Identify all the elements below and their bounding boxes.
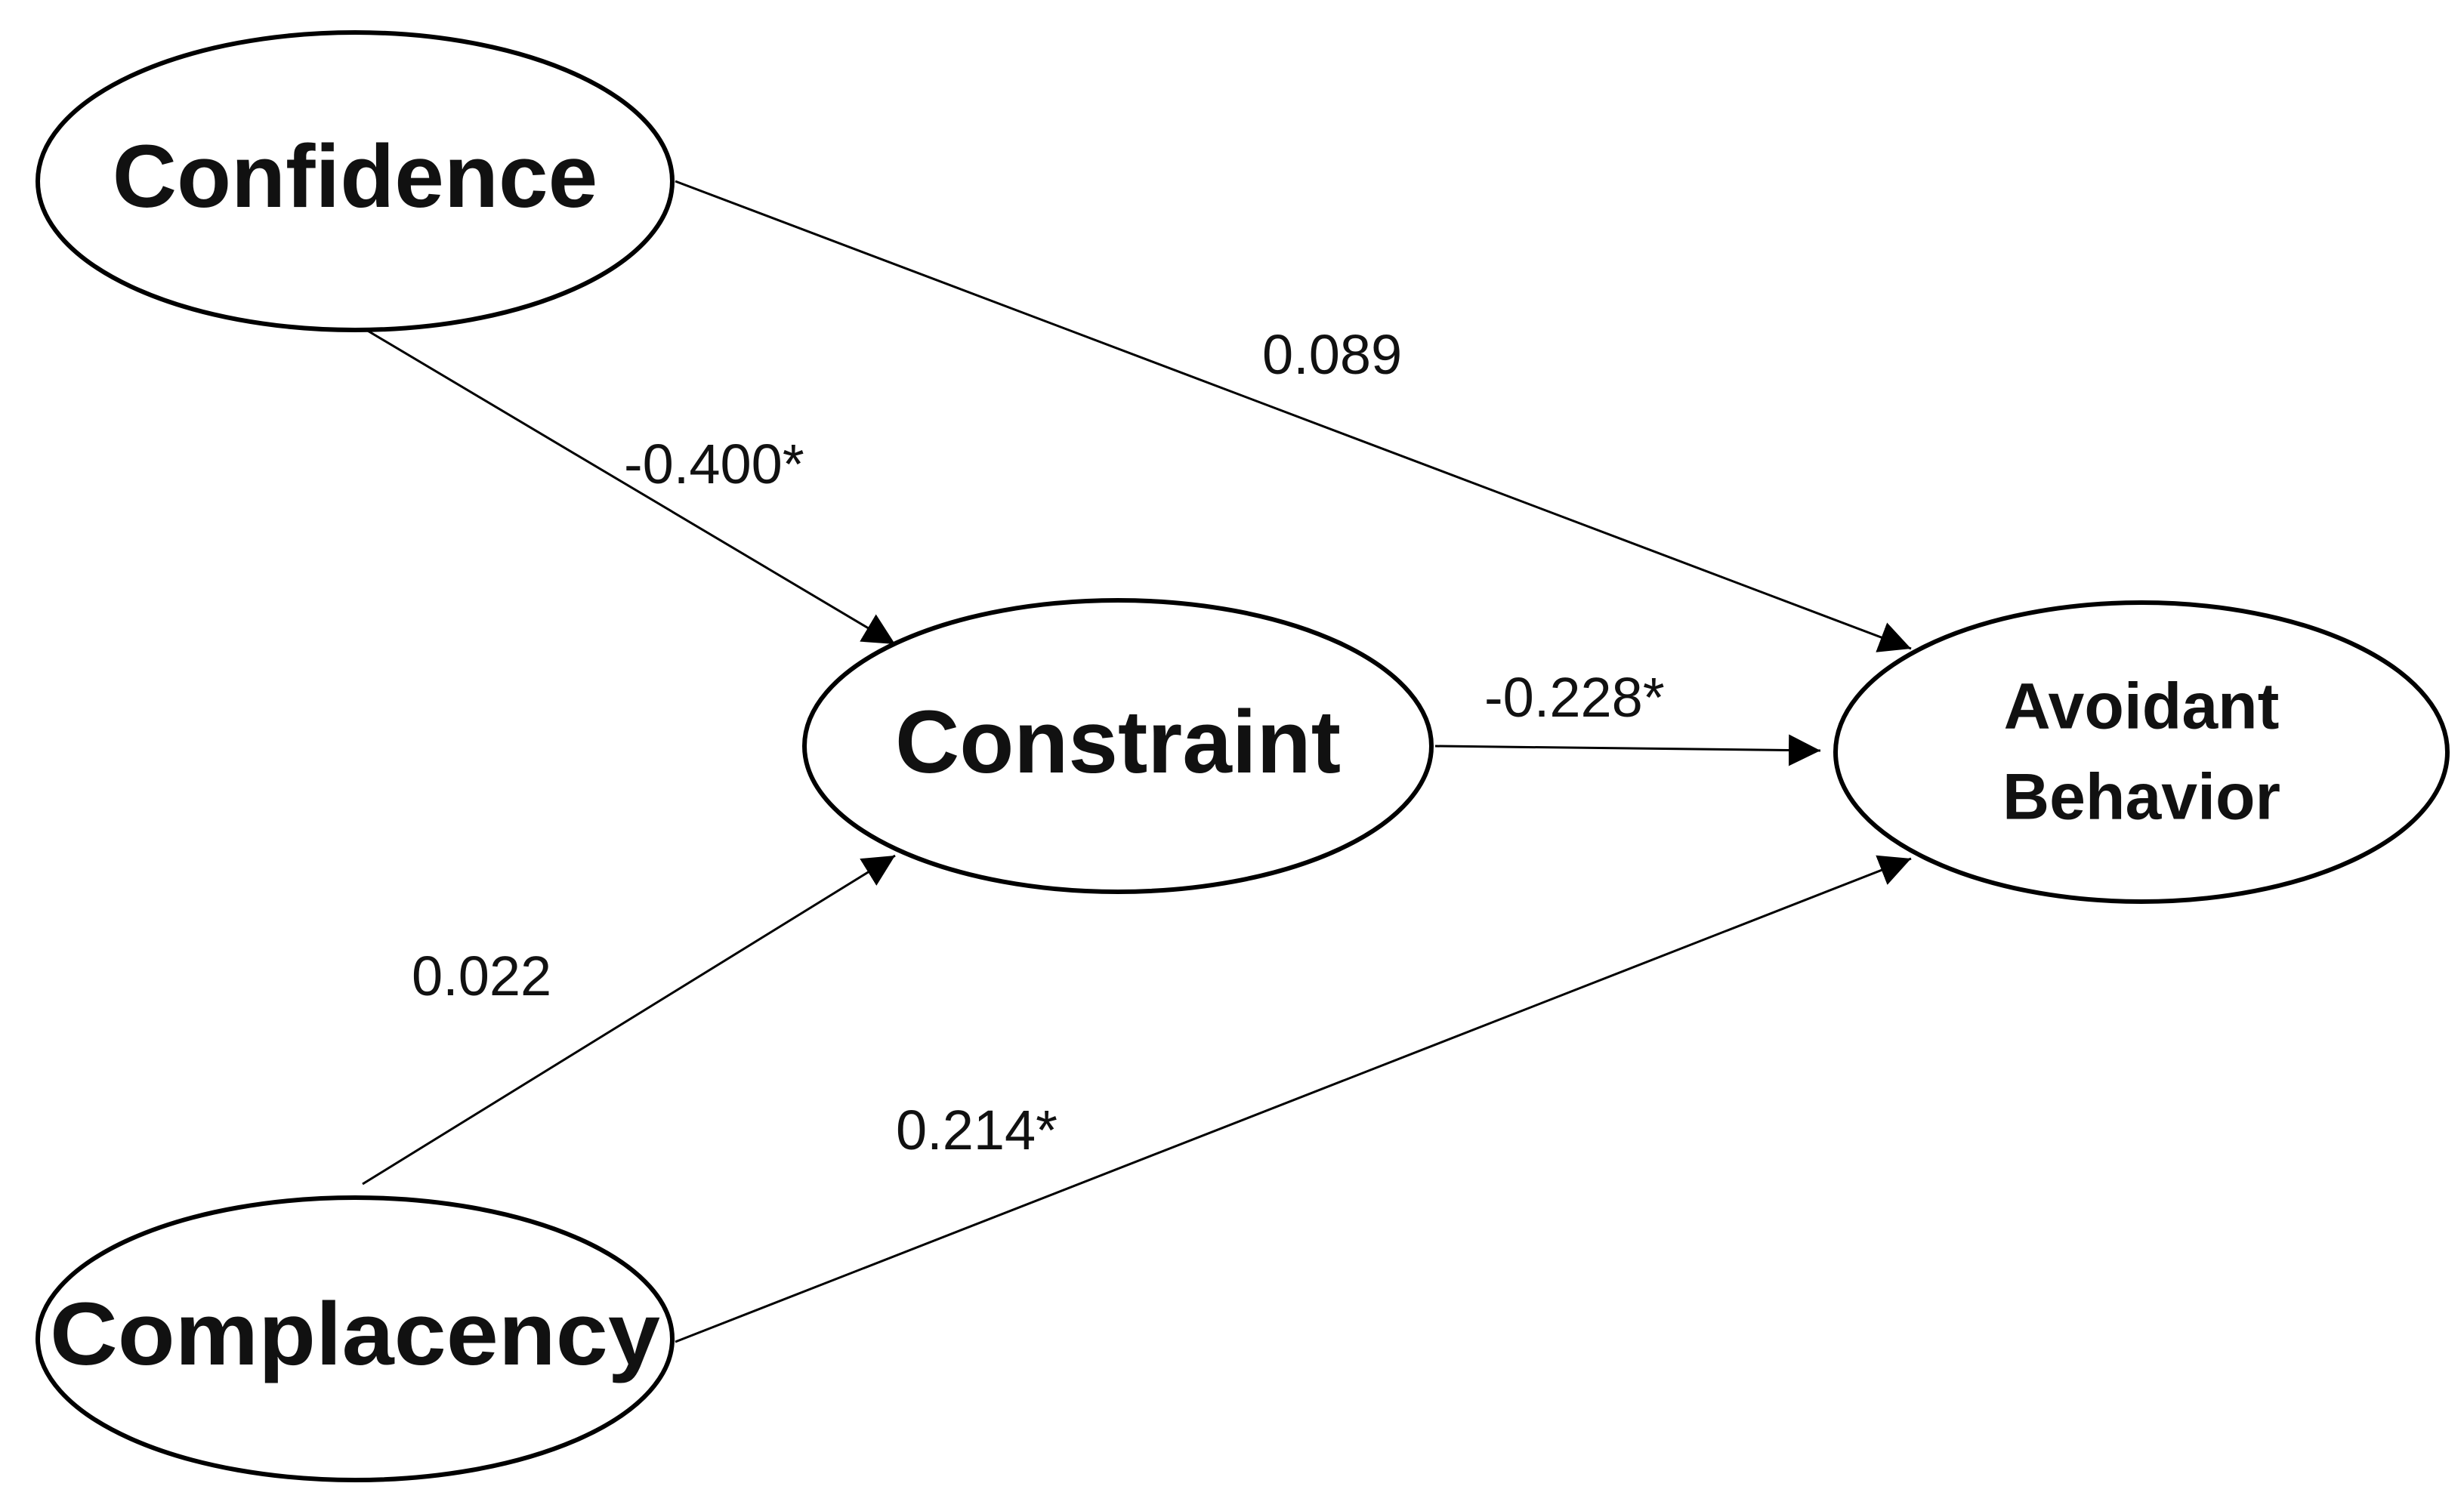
constraint-ellipse [802, 598, 1434, 894]
edge-label-complacency-constraint: 0.022 [412, 945, 551, 1007]
node-complacency: Complacency [36, 1195, 675, 1482]
node-confidence: Confidence [36, 30, 675, 332]
confidence-label: Confidence [113, 127, 598, 227]
edge-complacency-to-constraint [362, 854, 896, 1186]
avoidant-behavior-label-line2: Behavior [2002, 761, 2280, 834]
edge-complacency-to-avoidant [675, 855, 1912, 1343]
edge-label-complacency-avoidant: 0.214* [896, 1099, 1058, 1161]
avoidant-behavior-ellipse [1833, 600, 2450, 904]
edge-constraint-to-avoidant [1434, 734, 1821, 766]
complacency-label: Complacency [50, 1284, 660, 1384]
edge-labels: -0.400* 0.089 -0.228* 0.022 0.214* [412, 323, 1665, 1161]
edge-label-confidence-avoidant: 0.089 [1262, 323, 1402, 386]
confidence-ellipse [36, 30, 675, 332]
complacency-ellipse [36, 1195, 675, 1482]
node-constraint: Constraint [802, 598, 1434, 894]
edge-confidence-to-avoidant [675, 180, 1912, 652]
edge-confidence-to-constraint [362, 326, 896, 646]
edge-label-confidence-constraint: -0.400* [624, 433, 804, 495]
edges [362, 180, 1912, 1343]
avoidant-behavior-label-line1: Avoidant [2004, 671, 2280, 743]
constraint-label: Constraint [895, 692, 1341, 792]
node-avoidant-behavior: Avoidant Behavior [1833, 600, 2450, 904]
edge-label-constraint-avoidant: -0.228* [1484, 666, 1665, 729]
